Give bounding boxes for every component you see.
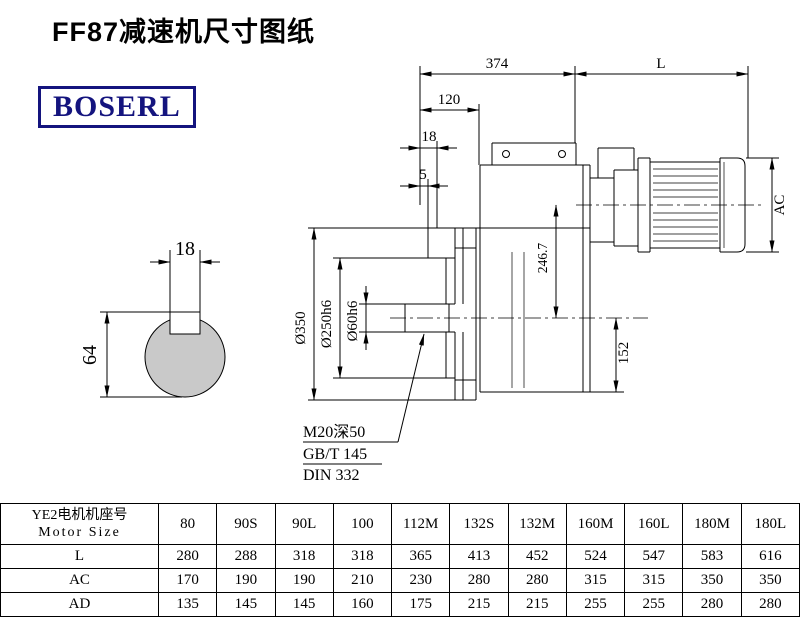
- dim-246-7-label: 246.7: [535, 243, 550, 274]
- table-cell: 145: [216, 592, 276, 617]
- table-cell: 160: [332, 592, 393, 617]
- table-row-AD: AD 135 145 145 160 175 215 215 255 255 2…: [0, 592, 800, 617]
- tap-note: M20深50 GB/T 145 DIN 332: [303, 333, 425, 484]
- output-shaft: [404, 303, 455, 333]
- dimension-AC: AC: [746, 157, 788, 253]
- table-cell: 547: [624, 544, 684, 569]
- dimension-key-width: 18: [150, 238, 220, 265]
- tap-note-line3: DIN 332: [303, 467, 359, 484]
- dimension-dia-350: Ø350: [293, 227, 455, 401]
- table-cell: 215: [449, 592, 509, 617]
- table-cell: 365: [391, 544, 451, 569]
- size-col-header: 112M: [391, 503, 451, 545]
- row-label: L: [0, 544, 159, 569]
- table-cell: 190: [274, 568, 334, 593]
- dim-AC-label: AC: [772, 195, 788, 216]
- table-cell: 190: [216, 568, 276, 593]
- table-cell: 315: [624, 568, 684, 593]
- table-cell: 135: [157, 592, 218, 617]
- size-col-header: 132M: [507, 503, 567, 545]
- brand-logo: BOSERL: [38, 86, 196, 128]
- table-cell: 230: [391, 568, 451, 593]
- keyway: [169, 311, 201, 335]
- dimension-374: 374: [419, 56, 576, 205]
- table-cell: 524: [565, 544, 626, 569]
- table-cell: 350: [740, 568, 800, 593]
- dimension-152: 152: [590, 317, 632, 393]
- page-title: FF87减速机尺寸图纸: [52, 17, 316, 47]
- shaft-end-view: [144, 250, 226, 398]
- table-cell: 210: [332, 568, 393, 593]
- motor-size-label-en: Motor Size: [38, 525, 121, 540]
- table-cell: 170: [157, 568, 218, 593]
- table-cell: 288: [216, 544, 276, 569]
- size-col-header: 90L: [274, 503, 334, 545]
- dimension-18: 18: [400, 129, 457, 228]
- dim-120-label: 120: [438, 92, 461, 108]
- dimension-dia-60: Ø60h6: [345, 286, 405, 350]
- size-col-header: 80: [157, 503, 218, 545]
- table-cell: 215: [507, 592, 567, 617]
- size-col-header: 132S: [449, 503, 509, 545]
- table-cell: 280: [682, 592, 742, 617]
- table-cell: 583: [682, 544, 742, 569]
- size-col-header: 160M: [565, 503, 626, 545]
- center-lines: [390, 204, 762, 319]
- motor-fins: [653, 168, 718, 242]
- motor: [590, 147, 746, 253]
- dimension-246-7: 246.7: [535, 204, 559, 319]
- dim-L-label: L: [656, 56, 665, 72]
- dimension-drawing: 18 64: [79, 56, 788, 484]
- table-row-L: L 280 288 318 318 365 413 452 524 547 58…: [0, 544, 800, 569]
- size-col-header: 180M: [682, 503, 742, 545]
- fan-cover: [719, 157, 746, 253]
- tap-note-line2: GB/T 145: [303, 446, 367, 463]
- table-header-row: YE2电机机座号 Motor Size 80 90S 90L 100 112M …: [0, 503, 800, 545]
- row-label: AD: [0, 592, 159, 617]
- dim-374-label: 374: [486, 56, 509, 72]
- motor-size-header-cell: YE2电机机座号 Motor Size: [0, 503, 159, 545]
- dimension-L: L: [574, 56, 749, 158]
- row-label: AC: [0, 568, 159, 593]
- dim-18-label: 18: [422, 129, 437, 145]
- dimension-5: 5: [400, 167, 448, 258]
- dim-dia-350-label: Ø350: [293, 311, 309, 344]
- motor-size-table: YE2电机机座号 Motor Size 80 90S 90L 100 112M …: [0, 503, 800, 617]
- mounting-flange: [445, 227, 477, 401]
- dim-key-width-label: 18: [175, 238, 195, 260]
- motor-size-label-cn: YE2电机机座号: [31, 508, 128, 523]
- dim-64-label: 64: [79, 345, 101, 365]
- table-cell: 280: [157, 544, 218, 569]
- size-col-header: 160L: [624, 503, 684, 545]
- dimension-dia-250: Ø250h6: [319, 257, 446, 379]
- dim-dia-250-label: Ø250h6: [319, 299, 335, 348]
- table-cell: 350: [682, 568, 742, 593]
- table-cell: 616: [740, 544, 800, 569]
- tap-note-line1: M20深50: [303, 423, 365, 441]
- table-cell: 318: [332, 544, 393, 569]
- table-cell: 452: [507, 544, 567, 569]
- table-cell: 255: [624, 592, 684, 617]
- table-row-AC: AC 170 190 190 210 230 280 280 315 315 3…: [0, 568, 800, 593]
- size-col-header: 90S: [216, 503, 276, 545]
- table-cell: 280: [507, 568, 567, 593]
- table-cell: 145: [274, 592, 334, 617]
- size-col-header: 100: [332, 503, 393, 545]
- table-cell: 175: [391, 592, 451, 617]
- size-col-header: 180L: [740, 503, 800, 545]
- dimension-shaft-key-height: 64: [79, 311, 182, 398]
- table-cell: 413: [449, 544, 509, 569]
- table-cell: 318: [274, 544, 334, 569]
- table-cell: 255: [565, 592, 626, 617]
- table-cell: 315: [565, 568, 626, 593]
- table-cell: 280: [740, 592, 800, 617]
- dimension-120: 120: [419, 92, 480, 165]
- dim-dia-60-label: Ø60h6: [345, 300, 361, 341]
- table-cell: 280: [449, 568, 509, 593]
- dim-152-label: 152: [616, 342, 632, 365]
- gear-housing: [476, 142, 591, 393]
- dim-5-label: 5: [419, 167, 427, 183]
